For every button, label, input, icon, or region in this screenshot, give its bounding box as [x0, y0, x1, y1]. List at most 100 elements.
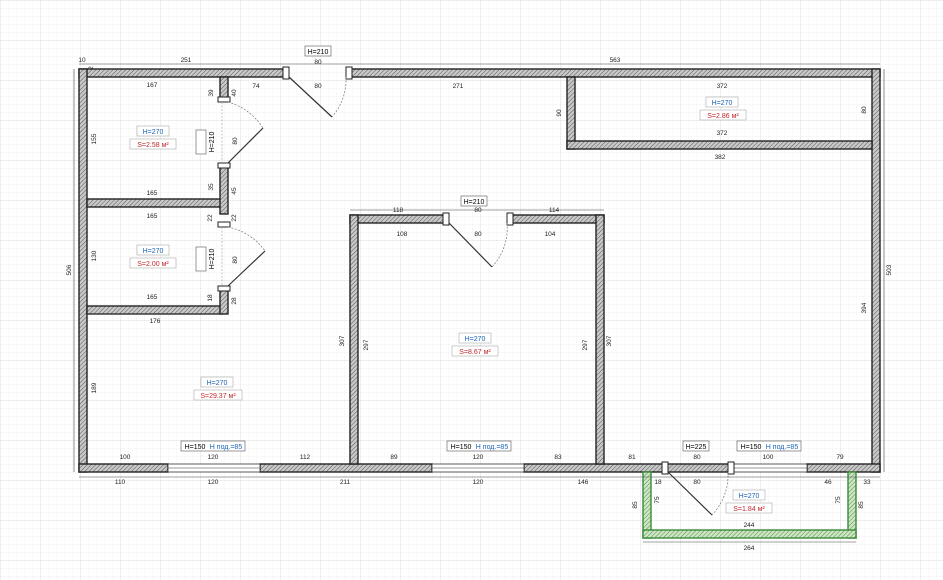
window-left-height: H=150	[185, 444, 206, 451]
dim-label: 85	[632, 501, 639, 509]
dim-label: 74	[252, 83, 260, 90]
dim-label: 75	[835, 496, 842, 504]
dim-label: 120	[473, 479, 484, 486]
dim-label: 40	[231, 89, 238, 97]
window-center-height: H=150	[451, 444, 472, 451]
door-center-leaf	[448, 222, 493, 268]
dim-label: 503	[886, 264, 893, 275]
room-bottom-left-height: H=270	[207, 380, 228, 387]
balcony	[642, 471, 857, 539]
dim-label: 307	[606, 335, 613, 346]
door-top-height: H=210	[308, 49, 329, 56]
interior-walls	[86, 76, 873, 465]
dim-label: 155	[91, 133, 98, 144]
window-right-sill: Н под.=85	[766, 444, 799, 451]
dim-label: 110	[115, 479, 126, 486]
dim-label: 165	[147, 294, 158, 301]
room-top-right-area: S=2.86 м²	[707, 113, 739, 120]
dim-label: 372	[717, 83, 728, 90]
dim-label: 271	[453, 83, 464, 90]
dim-label: 39	[208, 89, 215, 97]
dim-label: 79	[836, 454, 844, 461]
door-left-upper-height: H=210	[209, 131, 216, 152]
dim-label: 85	[858, 501, 865, 509]
dim-label: 120	[208, 454, 219, 461]
room-middle-left-height: H=270	[143, 248, 164, 255]
dimension-lines	[73, 63, 885, 543]
door-balcony-height: H=225	[686, 444, 707, 451]
dim-label: 104	[545, 231, 556, 238]
dim-label: 80	[474, 231, 482, 238]
dim-label: 80	[861, 106, 868, 114]
dim-label: 120	[473, 454, 484, 461]
dim-label: 297	[363, 339, 370, 350]
dim-label: 89	[390, 454, 398, 461]
dim-label: 81	[628, 454, 636, 461]
dim-label: 100	[120, 454, 131, 461]
dim-label: 114	[549, 207, 560, 214]
room-balcony-height: H=270	[739, 493, 760, 500]
opening-labels: H=210 H=210 H=225 H=210 H=210 H=150 Н по…	[180, 45, 802, 452]
dim-label: 18	[654, 479, 662, 486]
door-balcony-leaf	[667, 471, 713, 516]
dim-label: 28	[231, 297, 238, 305]
dim-label: 167	[147, 82, 158, 89]
dim-label: 176	[150, 318, 161, 325]
room-top-left-height: H=270	[143, 129, 164, 136]
dim-label: 264	[744, 545, 755, 552]
room-top-left-area: S=2.58 м²	[137, 142, 169, 149]
dim-label: 563	[610, 57, 621, 64]
dim-label: 45	[231, 187, 238, 195]
room-top-right-height: H=270	[712, 100, 733, 107]
room-center-area: S=8.67 м²	[459, 349, 491, 356]
dim-label: 35	[208, 183, 215, 191]
window-right-height: H=150	[741, 444, 762, 451]
door-center-height: H=210	[464, 199, 485, 206]
dim-label: 307	[339, 335, 346, 346]
dim-label: 22	[207, 214, 214, 222]
dim-label: 297	[582, 339, 589, 350]
door-jambs	[217, 66, 735, 475]
dim-label: 108	[397, 231, 408, 238]
dim-label: 118	[393, 207, 404, 214]
dim-label: 80	[314, 83, 322, 90]
window-center-sill: Н под.=85	[476, 444, 509, 451]
door-left-lower-height: H=210	[209, 248, 216, 269]
room-balcony-area: S=1.84 м²	[733, 506, 765, 513]
doors	[221, 76, 729, 516]
dim-label: 382	[715, 154, 726, 161]
door-top-leaf	[288, 76, 333, 118]
dim-label: 80	[693, 479, 701, 486]
dim-label: 394	[861, 302, 868, 313]
dim-label: 165	[147, 190, 158, 197]
dim-label: 10	[78, 57, 86, 64]
dim-label: 2	[88, 66, 95, 70]
room-center-height: H=270	[465, 336, 486, 343]
dim-label: 75	[654, 496, 661, 504]
dim-label: 46	[824, 479, 832, 486]
dim-label: 80	[474, 207, 482, 214]
dim-label: 80	[314, 59, 322, 66]
room-bottom-left-area: S=29.37 м²	[200, 393, 236, 400]
dim-label: 90	[556, 109, 563, 117]
dim-label: 80	[232, 137, 239, 145]
dim-label: 83	[554, 454, 562, 461]
dim-label: 130	[91, 250, 98, 261]
dim-label: 80	[693, 454, 701, 461]
dim-label: 22	[231, 214, 238, 222]
dim-label: 506	[66, 264, 73, 275]
dim-label: 120	[208, 479, 219, 486]
dim-label: 18	[207, 294, 214, 302]
room-middle-left-area: S=2.00 м²	[137, 261, 169, 268]
dim-label: 100	[763, 454, 774, 461]
window-left-sill: Н под.=85	[210, 444, 243, 451]
room-labels: H=270 S=2.58 м² H=270 S=2.00 м² H=270 S=…	[129, 96, 773, 514]
dim-label: 251	[181, 57, 192, 64]
dim-label: 189	[91, 382, 98, 393]
dim-label: 80	[232, 256, 239, 264]
dim-label: 146	[578, 479, 589, 486]
dim-label: 244	[744, 522, 755, 529]
dim-label: 165	[147, 213, 158, 220]
